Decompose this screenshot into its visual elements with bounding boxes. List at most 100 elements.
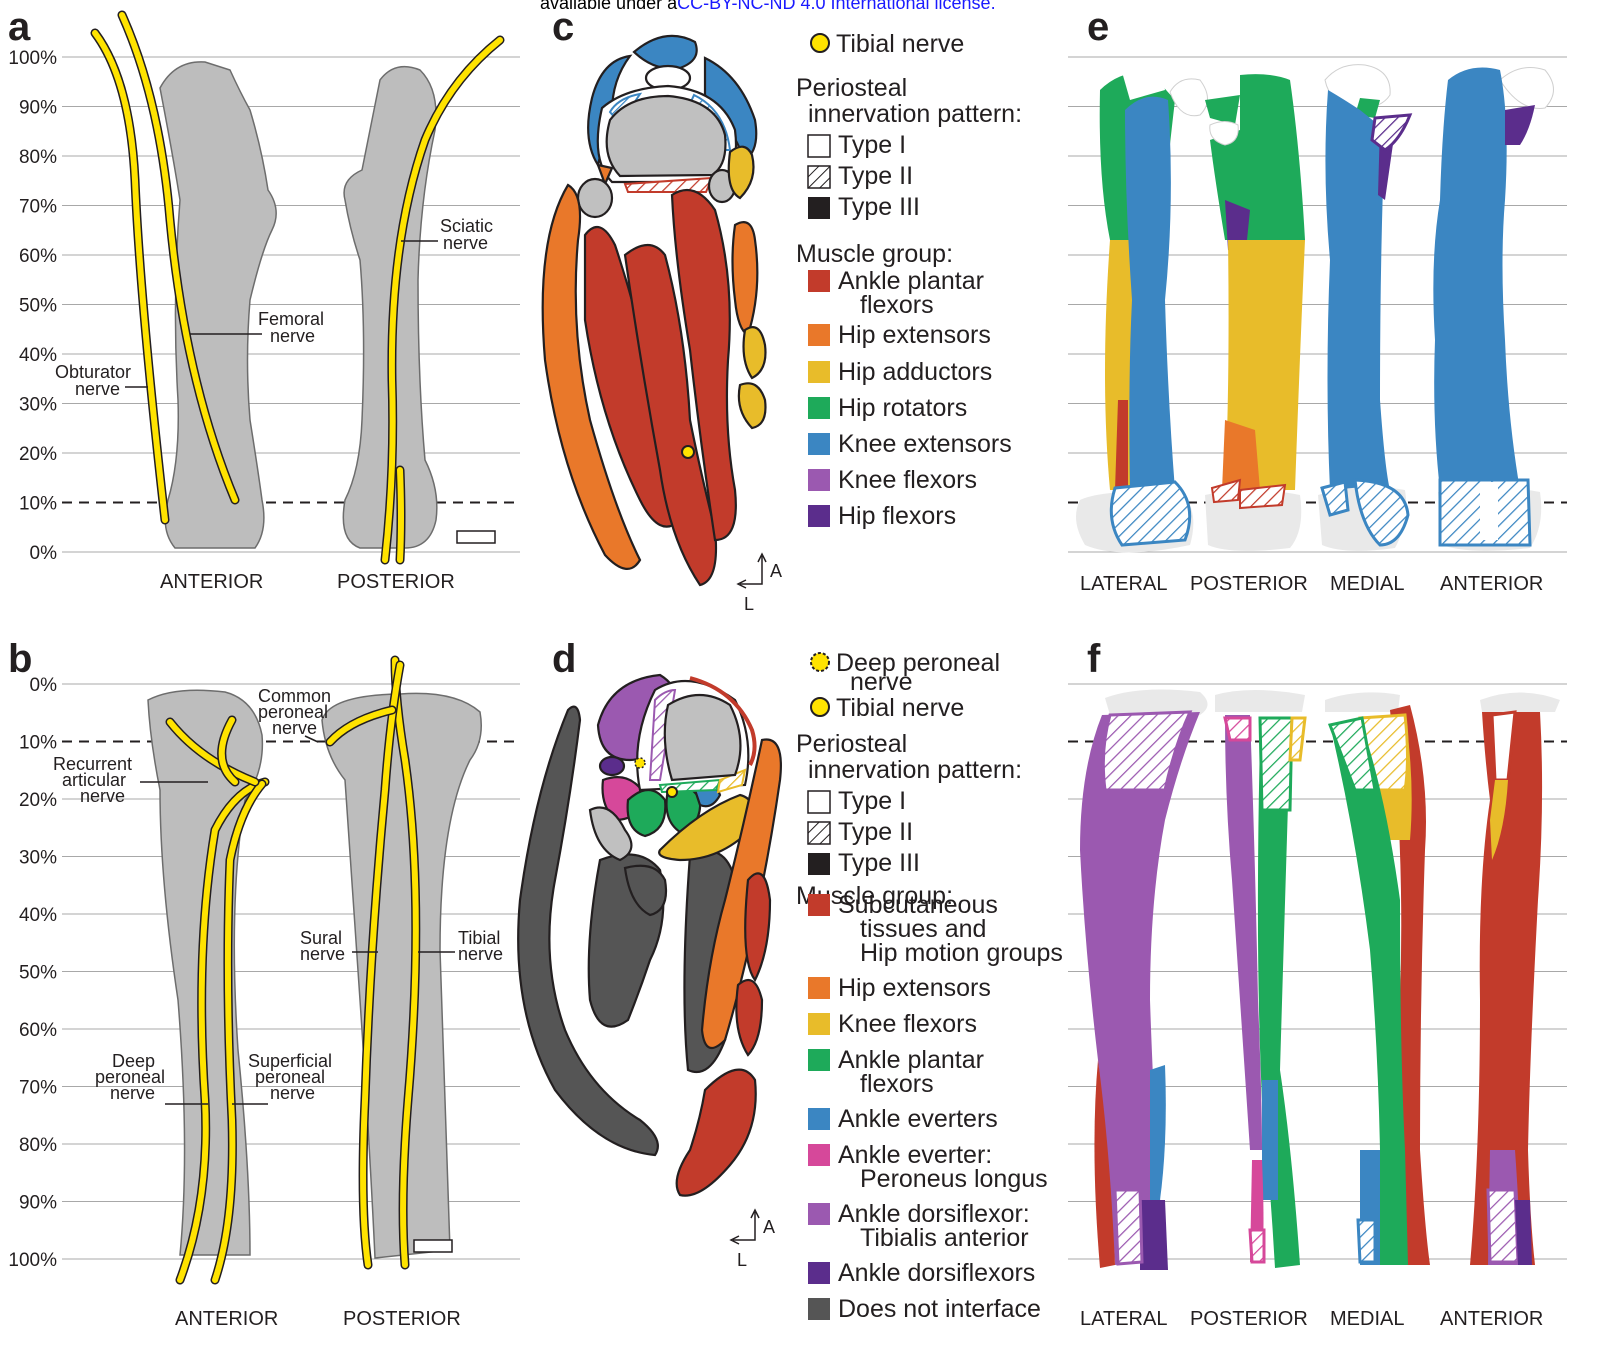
legend-swatch [808, 1298, 830, 1320]
legend-swatch [808, 361, 830, 383]
legend-swatch [808, 894, 830, 916]
orientation-c-a: A [770, 561, 782, 581]
legend-d-deep-nerve-2: nerve [850, 668, 913, 696]
section-c-hip-extensor-right [733, 222, 758, 335]
tibia-anterior-colored [1470, 693, 1560, 1266]
legend-d-type1: Type I [838, 787, 906, 815]
axis-tick-label: 0% [30, 543, 58, 564]
axis-tick-label: 10% [19, 733, 57, 754]
femur-axis-labels: 100%90%80%70%60%50%40%30%20%10%0% [8, 48, 57, 564]
legend-c-type3-swatch [808, 197, 830, 219]
axis-tick-label: 80% [19, 1135, 57, 1156]
view-label-e-anterior: ANTERIOR [1440, 573, 1543, 595]
axis-tick-label: 70% [19, 1078, 57, 1099]
legend-item-label: Hip extensors [838, 321, 991, 349]
legend-c-type3: Type III [838, 193, 920, 221]
common-peroneal-label-3: nerve [272, 718, 317, 738]
tibia-posterior-colored [1215, 690, 1305, 1268]
section-d-red-1 [745, 873, 770, 980]
legend-d-type2-swatch [808, 822, 830, 844]
section-d-tibial-nerve [667, 787, 677, 797]
section-d-dorsiflexor [600, 757, 624, 775]
sural-label-2: nerve [300, 944, 345, 964]
legend-item-label: Hip rotators [838, 394, 967, 422]
axis-tick-label: 50% [19, 296, 57, 317]
legend-c-type2-swatch [808, 166, 830, 188]
panel-label-d: d [552, 637, 576, 681]
axis-tick-label: 40% [19, 905, 57, 926]
legend-c-tibial-nerve: Tibial nerve [836, 30, 964, 58]
axis-tick-label: 60% [19, 246, 57, 267]
view-label-f-posterior: POSTERIOR [1190, 1308, 1308, 1330]
section-d-plantar-1 [628, 790, 666, 836]
legend-item-label: Hip motion groups [860, 939, 1063, 967]
axis-tick-label: 50% [19, 963, 57, 984]
section-c-vessel-left [578, 179, 612, 217]
legend-swatch [808, 505, 830, 527]
thigh-cross-section [543, 36, 766, 585]
legend-d-type2: Type II [838, 818, 913, 846]
legend-item-label: Hip extensors [838, 974, 991, 1002]
view-label-e-medial: MEDIAL [1330, 573, 1404, 595]
legend-item-label: Does not interface [838, 1295, 1041, 1323]
femur-lateral-colored [1076, 59, 1193, 552]
view-label-f-anterior: ANTERIOR [1440, 1308, 1543, 1330]
legend-d-tibial-nerve: Tibial nerve [836, 694, 964, 722]
legend-d-items: Subcutaneoustissues andHip motion groups… [808, 891, 1063, 1323]
view-label-a-posterior: POSTERIOR [337, 571, 455, 593]
legend-item-label: Knee flexors [838, 466, 977, 494]
view-label-b-posterior: POSTERIOR [343, 1308, 461, 1330]
legend-item-label: Knee extensors [838, 430, 1012, 458]
axis-tick-label: 80% [19, 147, 57, 168]
tibia-medial-colored [1325, 692, 1430, 1265]
legend-item-label: Ankle everters [838, 1105, 998, 1133]
axis-tick-label: 20% [19, 444, 57, 465]
orientation-d-a: A [763, 1217, 775, 1237]
legend-d-tibial-nerve-icon [811, 698, 829, 716]
section-d-red-3 [677, 1070, 756, 1196]
view-label-a-anterior: ANTERIOR [160, 571, 263, 593]
legend-c-periosteal-2: innervation pattern: [808, 100, 1022, 128]
license-link[interactable]: CC-BY-NC-ND 4.0 International license. [677, 0, 995, 13]
scale-bar-b [414, 1240, 452, 1252]
legend-c-muscle-group: Muscle group: [796, 240, 953, 268]
legend-swatch [808, 397, 830, 419]
panel-label-f: f [1087, 637, 1101, 681]
legend-swatch [808, 1013, 830, 1035]
view-label-f-medial: MEDIAL [1330, 1308, 1404, 1330]
view-label-f-lateral: LATERAL [1080, 1308, 1167, 1330]
legend-c-type1-swatch [808, 135, 830, 157]
section-d-tibia [665, 695, 741, 780]
legend-swatch [808, 1262, 830, 1284]
axis-tick-label: 20% [19, 790, 57, 811]
orientation-d: A L [731, 1210, 775, 1270]
axis-tick-label: 90% [19, 98, 57, 119]
axis-tick-label: 90% [19, 1193, 57, 1214]
legend-swatch [808, 1108, 830, 1130]
legend-swatch [808, 270, 830, 292]
orientation-c: A L [738, 554, 782, 614]
recurrent-label-3: nerve [80, 786, 125, 806]
section-c-tibial-nerve [682, 446, 694, 458]
legend-item-label: Knee flexors [838, 1010, 977, 1038]
tibia-axis-labels: 0%10%20%30%40%50%60%70%80%90%100% [8, 675, 57, 1271]
legend-item-label: Hip flexors [838, 502, 956, 530]
axis-tick-label: 30% [19, 395, 57, 416]
legend-d-type3-swatch [808, 853, 830, 875]
view-label-e-posterior: POSTERIOR [1190, 573, 1308, 595]
section-c-adductor-2 [744, 327, 766, 378]
svg-text:available under aCC-BY-NC-ND 4: available under aCC-BY-NC-ND 4.0 Interna… [540, 0, 996, 13]
legend-swatch [808, 433, 830, 455]
legend-c-periosteal-1: Periosteal [796, 74, 907, 102]
scale-bar-a [457, 531, 495, 543]
axis-tick-label: 60% [19, 1020, 57, 1041]
legend-item-label: Peroneus longus [860, 1165, 1048, 1193]
axis-tick-label: 30% [19, 848, 57, 869]
legend-d-periosteal-1: Periosteal [796, 730, 907, 758]
legend-swatch [808, 1049, 830, 1071]
deep-peroneal-label-3: nerve [110, 1083, 155, 1103]
sciatic-label-2: nerve [443, 233, 488, 253]
axis-tick-label: 10% [19, 494, 57, 515]
axis-tick-label: 0% [30, 675, 58, 696]
